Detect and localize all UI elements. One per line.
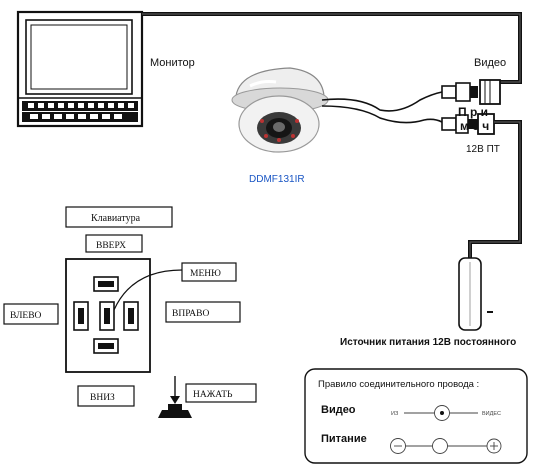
menu-label-box bbox=[181, 262, 237, 282]
power-symbol-icon bbox=[390, 438, 502, 454]
legend-from-label: ИЗ bbox=[391, 411, 399, 417]
video-cable bbox=[142, 12, 522, 84]
bnc-connector-icon bbox=[441, 79, 501, 105]
up-label: ВВЕРХ bbox=[96, 241, 126, 251]
press-label-box bbox=[185, 383, 257, 403]
mech-label: м е ч bbox=[460, 119, 489, 133]
key-right[interactable] bbox=[123, 301, 139, 331]
dome-camera-icon bbox=[231, 67, 329, 153]
right-label-box bbox=[165, 301, 241, 323]
down-label-box bbox=[77, 385, 135, 407]
legend-video-label: Видео bbox=[321, 404, 356, 416]
left-label-box bbox=[3, 303, 59, 325]
power-cable bbox=[468, 120, 522, 260]
key-left[interactable] bbox=[73, 301, 89, 331]
power-12v-label: 12В ПТ bbox=[466, 144, 500, 155]
menu-pointer-line bbox=[113, 269, 183, 311]
power-supply-label: Источник питания 12В постоянного bbox=[340, 337, 516, 348]
push-button-icon bbox=[158, 404, 192, 418]
key-down[interactable] bbox=[93, 338, 119, 354]
legend-power-label: Питание bbox=[321, 433, 367, 445]
left-label: ВЛЕВО bbox=[10, 311, 42, 321]
camera-video-cable bbox=[321, 91, 443, 112]
right-label: ВПРАВО bbox=[172, 309, 209, 319]
legend-to-label: ВИДЕС bbox=[482, 411, 501, 417]
up-label-box bbox=[85, 234, 143, 253]
dc-plug-icon bbox=[441, 113, 495, 135]
keyboard-title-box bbox=[65, 206, 173, 228]
down-label: ВНИЗ bbox=[90, 393, 115, 403]
monitor-icon bbox=[16, 10, 144, 128]
press-label: НАЖАТЬ bbox=[193, 390, 233, 400]
power-adapter-icon bbox=[458, 257, 493, 331]
key-up[interactable] bbox=[93, 276, 119, 292]
bnc-symbol-icon bbox=[404, 405, 478, 421]
menu-label: МЕНЮ bbox=[190, 269, 221, 279]
key-center[interactable] bbox=[99, 301, 115, 331]
monitor-label: Монитор bbox=[150, 57, 195, 69]
pri-label: П р и bbox=[458, 105, 488, 119]
keyboard-title: Клавиатура bbox=[91, 213, 141, 224]
arrow-down-icon bbox=[170, 376, 180, 404]
camera-model-label: DDMF131IR bbox=[249, 174, 305, 185]
legend-title: Правило соединительного провода : bbox=[318, 379, 479, 390]
legend-box bbox=[304, 368, 528, 464]
video-label: Видео bbox=[474, 57, 506, 69]
camera-power-cable bbox=[321, 105, 443, 124]
